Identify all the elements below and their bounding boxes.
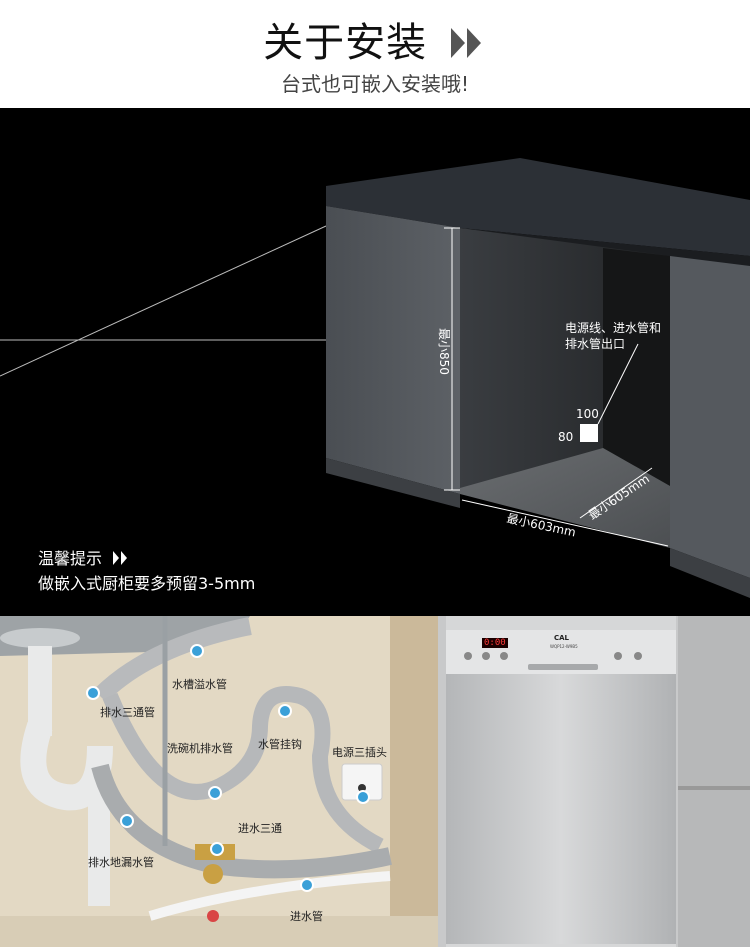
countertop xyxy=(326,158,750,256)
label-dot xyxy=(190,644,204,658)
double-chevron-right-icon xyxy=(113,550,129,569)
outlet-leader-line xyxy=(597,343,639,425)
double-chevron-right-icon xyxy=(450,22,487,68)
tip-title-text: 温馨提示 xyxy=(38,549,103,568)
installation-diagram: 最小850 最小603mm 最小605mm 电源线、进水管和 排水管出口 100… xyxy=(0,108,750,616)
dishwasher-illustration xyxy=(438,616,750,947)
label-inlet-hose: 进水管 xyxy=(290,910,323,923)
cabinet-plinth xyxy=(326,458,460,508)
page-title-text: 关于安装 xyxy=(263,20,428,66)
label-dot xyxy=(278,704,292,718)
cabinet-illustration: 最小850 最小603mm 最小605mm 电源线、进水管和 排水管出口 100… xyxy=(0,158,750,598)
label-inlet-tee: 进水三通 xyxy=(238,822,282,835)
outlet-height-label: 80 xyxy=(558,430,573,444)
tip-title: 温馨提示 xyxy=(38,545,129,569)
label-dot xyxy=(210,842,224,856)
plumbing-illustration xyxy=(0,616,438,947)
label-dot xyxy=(120,814,134,828)
brand-logo: CAL xyxy=(554,634,570,642)
outlet-opening xyxy=(580,424,598,442)
cabinet-right-plinth xyxy=(670,548,750,598)
label-dot xyxy=(86,686,100,700)
depth-dimension-line xyxy=(579,467,653,519)
outlet-label-line2: 排水管出口 xyxy=(565,336,625,351)
label-dot xyxy=(356,790,370,804)
cavity-right-wall xyxy=(603,248,670,486)
page-subtitle: 台式也可嵌入安装哦! xyxy=(280,72,470,96)
label-hose-hook: 水管挂钩 xyxy=(258,738,302,751)
label-dishwasher-drain: 洗碗机排水管 xyxy=(167,742,233,755)
header: 关于安装 台式也可嵌入安装哦! xyxy=(0,0,750,108)
label-sink-overflow: 水槽溢水管 xyxy=(172,678,227,691)
tip-text: 做嵌入式厨柜要多预留3-5mm xyxy=(38,574,256,593)
cavity-floor xyxy=(460,448,670,548)
control-display: 0:00 xyxy=(482,638,508,648)
label-drain-tee: 排水三通管 xyxy=(100,706,155,719)
label-dot xyxy=(208,786,222,800)
cabinet-right-panel xyxy=(670,256,750,578)
width-dimension-line xyxy=(461,499,669,547)
label-power-socket: 电源三插头 xyxy=(332,746,387,759)
label-dot xyxy=(300,878,314,892)
label-floor-drain: 排水地漏水管 xyxy=(88,856,154,869)
perspective-line xyxy=(0,225,327,377)
dishwasher-photo: 0:00 CAL WQP12-W9B5 xyxy=(438,616,750,947)
plumbing-photo: 水槽溢水管 排水三通管 水管挂钩 洗碗机排水管 电源三插头 进水三通 排水地漏水… xyxy=(0,616,438,947)
outlet-width-label: 100 xyxy=(576,407,599,421)
model-label: WQP12-W9B5 xyxy=(550,644,578,649)
height-dimension-label: 最小850 xyxy=(437,328,451,375)
page-title: 关于安装 xyxy=(0,10,750,68)
outlet-label-line1: 电源线、进水管和 xyxy=(565,320,661,335)
cabinet-left-panel xyxy=(326,206,460,494)
